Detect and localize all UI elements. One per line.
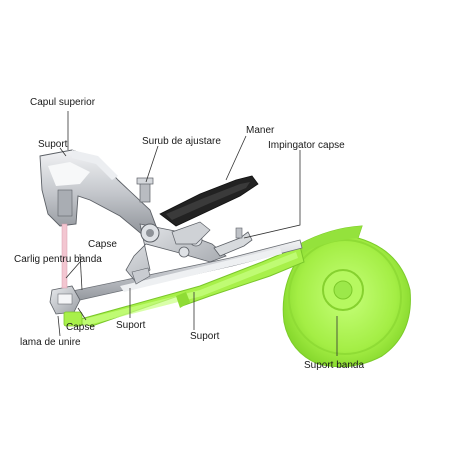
handle — [159, 175, 259, 245]
line-capse-top — [79, 253, 83, 291]
line-impingator — [243, 150, 301, 239]
line-suport-top — [59, 147, 67, 157]
line-lama — [57, 315, 61, 337]
label-suport-top: Suport — [38, 139, 68, 150]
line-capse-bottom — [77, 307, 87, 321]
line-maner — [225, 135, 247, 181]
label-suport-mid: Suport — [116, 320, 146, 331]
adjustment-screw — [136, 177, 154, 203]
front-jaw — [49, 285, 83, 327]
tape-reel — [282, 225, 411, 368]
label-suport-low: Suport — [190, 331, 220, 342]
label-surub-de-ajustare: Surub de ajustare — [142, 136, 221, 147]
label-impingator-capse: Impingator capse — [268, 140, 345, 151]
label-carlig-pentru-banda: Carlig pentru banda — [14, 254, 102, 265]
label-capse-bottom: Capse — [66, 322, 95, 333]
leader-lines — [57, 111, 338, 356]
label-maner: Maner — [246, 125, 275, 136]
line-surub — [145, 145, 159, 183]
label-capul-superior: Capul superior — [30, 97, 96, 108]
upper-head — [39, 149, 157, 289]
label-suport-banda: Suport banda — [304, 360, 365, 371]
line-carlig — [65, 261, 81, 279]
staple-pusher — [213, 227, 253, 257]
green-support-bar — [69, 245, 305, 327]
label-capse-top: Capse — [88, 239, 117, 250]
label-lama-de-unire: lama de unire — [20, 337, 81, 348]
